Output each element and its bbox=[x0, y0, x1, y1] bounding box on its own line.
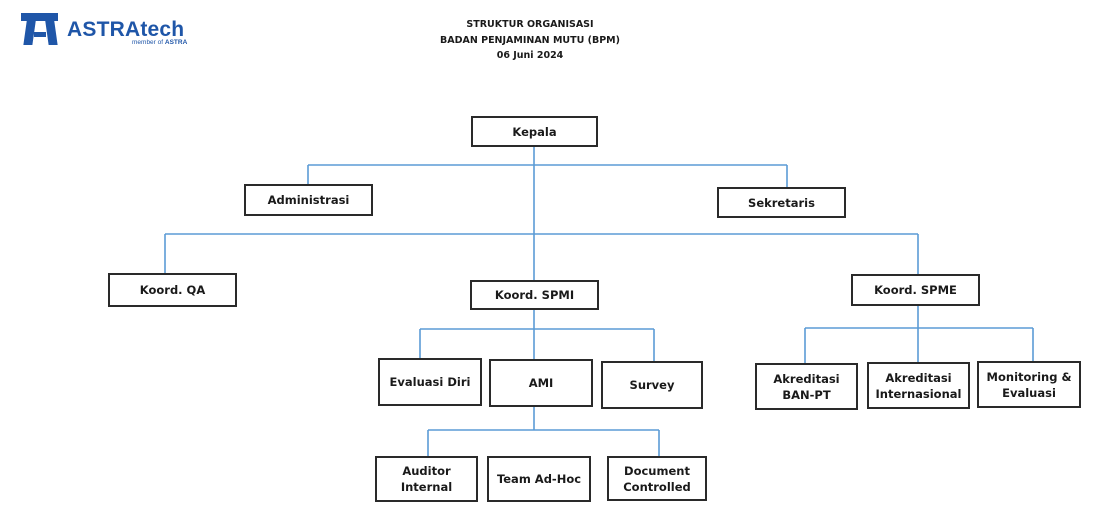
header-title: STRUKTUR ORGANISASI bbox=[466, 19, 594, 30]
org-box-label: Akreditasi bbox=[885, 370, 952, 385]
logo-brand: ASTRAtech bbox=[67, 18, 185, 41]
org-box-label: Evaluasi bbox=[1002, 385, 1056, 400]
org-box-koord-spmi: Koord. SPMI bbox=[470, 280, 599, 310]
org-box-label: Koord. SPMI bbox=[494, 288, 575, 302]
org-box-evaluasi-diri: Evaluasi Diri bbox=[378, 358, 482, 406]
org-box-auditor-internal: Auditor Internal bbox=[375, 456, 478, 502]
org-box-label: Internal bbox=[400, 480, 453, 494]
org-box-label: Evaluasi Diri bbox=[389, 375, 471, 389]
org-box-label: Internasional bbox=[875, 386, 962, 401]
org-box-label: Controlled bbox=[623, 479, 691, 494]
org-box-label: Team Ad-Hoc bbox=[496, 472, 582, 486]
org-box-ami: AMI bbox=[489, 359, 593, 407]
org-box-administrasi: Administrasi bbox=[244, 184, 373, 216]
org-box-team-adhoc: Team Ad-Hoc bbox=[487, 456, 591, 502]
org-box-koord-qa: Koord. QA bbox=[108, 273, 237, 307]
connector-lines bbox=[164, 146, 1034, 456]
org-box-label: Auditor bbox=[402, 464, 451, 478]
org-box-label: Koord. SPME bbox=[874, 283, 957, 297]
org-box-label: Kepala bbox=[512, 124, 557, 139]
org-box-kepala: Kepala bbox=[471, 116, 598, 147]
header-subtitle: BADAN PENJAMINAN MUTU (BPM) bbox=[440, 34, 620, 46]
org-box-label: Akreditasi bbox=[773, 371, 840, 386]
header-date: 06 Juni 2024 bbox=[496, 50, 564, 61]
org-box-label: Survey bbox=[629, 378, 675, 392]
astratech-logo: ASTRAtech member of ASTRA bbox=[20, 12, 200, 52]
document-header: STRUKTUR ORGANISASI BADAN PENJAMINAN MUT… bbox=[420, 17, 640, 64]
org-box-survey: Survey bbox=[601, 361, 703, 409]
org-box-document-controlled: Document Controlled bbox=[607, 456, 707, 501]
org-box-sekretaris: Sekretaris bbox=[717, 187, 846, 218]
org-box-label: AMI bbox=[528, 376, 554, 390]
astratech-logo-icon bbox=[21, 13, 58, 45]
org-box-label: Sekretaris bbox=[748, 195, 815, 210]
logo-tagline: member of ASTRA bbox=[132, 39, 188, 46]
org-box-akreditasi-banpt: Akreditasi BAN-PT bbox=[755, 363, 858, 410]
org-box-label: BAN-PT bbox=[782, 387, 831, 402]
org-box-label: Document bbox=[624, 463, 690, 478]
org-box-koord-spme: Koord. SPME bbox=[851, 274, 980, 306]
org-box-label: Administrasi bbox=[267, 193, 350, 207]
org-box-label: Monitoring & bbox=[986, 369, 1072, 384]
org-box-monitoring-evaluasi: Monitoring & Evaluasi bbox=[977, 361, 1081, 408]
org-box-akreditasi-internasional: Akreditasi Internasional bbox=[867, 362, 970, 409]
org-box-label: Koord. QA bbox=[139, 283, 206, 297]
